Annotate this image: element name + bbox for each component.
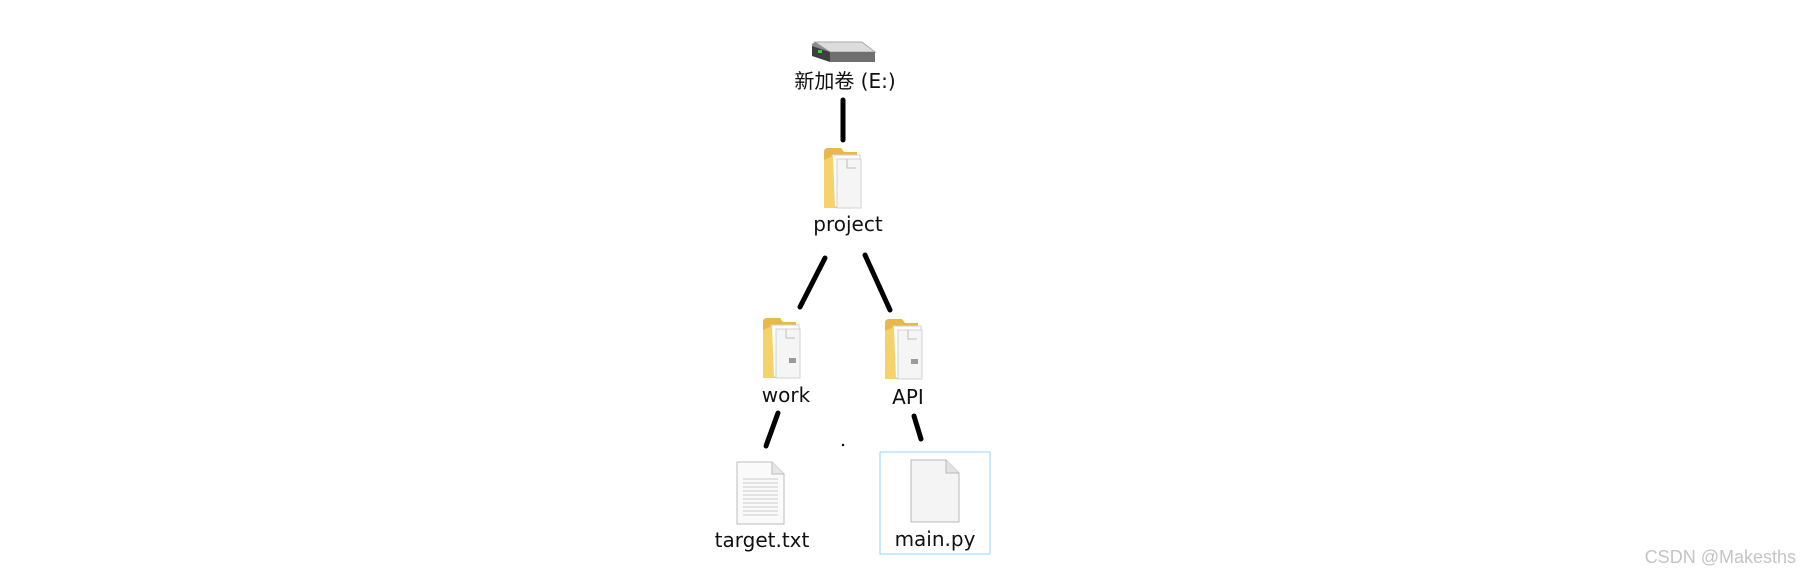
- main-file-label: main.py: [895, 527, 976, 551]
- folder-icon: [763, 318, 801, 379]
- blank-file-icon: [910, 459, 960, 523]
- text-file-icon: [736, 461, 785, 525]
- connector-api-main: [911, 413, 924, 442]
- stray-dot: [841, 443, 845, 447]
- work-label: work: [762, 383, 811, 407]
- work-node[interactable]: work: [762, 318, 811, 407]
- hard-drive-icon: [812, 41, 877, 62]
- connector-work-target: [763, 410, 781, 449]
- project-label: project: [813, 212, 883, 236]
- target-file-label: target.txt: [715, 528, 810, 552]
- main-file-node[interactable]: main.py: [879, 451, 991, 555]
- watermark: CSDN @Makesths: [1645, 547, 1796, 567]
- drive-node[interactable]: 新加卷 (E:): [794, 41, 896, 93]
- connector-project-api: [862, 252, 893, 313]
- drive-label: 新加卷 (E:): [794, 69, 895, 93]
- connector-project-work: [797, 255, 828, 310]
- project-node[interactable]: project: [813, 148, 883, 236]
- api-label: API: [892, 385, 924, 409]
- target-file-node[interactable]: target.txt: [715, 461, 810, 552]
- folder-icon: [885, 319, 923, 380]
- folder-icon: [824, 148, 862, 209]
- api-node[interactable]: API: [885, 319, 924, 409]
